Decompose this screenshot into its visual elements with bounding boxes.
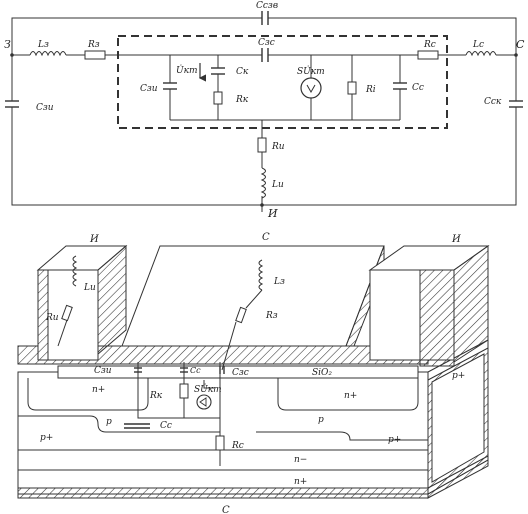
feedback-wire (11, 17, 517, 55)
current-source-structure-icon (196, 394, 212, 410)
current-source-arrow (306, 84, 316, 94)
csk-label: Cск (484, 97, 502, 107)
csz-label: Cсзв (256, 1, 278, 11)
bottom-metal-side (427, 455, 489, 499)
rk-structure-label: Rк (149, 391, 163, 401)
csi-int-label: Cзи (140, 84, 158, 94)
device-structure: И С И С SiO₂ n+ n+ p p p+ p+ p+ n− n+ (17, 232, 490, 514)
p-plus-corner-label: p+ (452, 371, 465, 381)
rc-structure-resistor (215, 435, 225, 451)
ri-label: Ri (365, 85, 376, 95)
rz-resistor (84, 50, 106, 60)
equivalent-circuit: З С Cсзв Lз Rз Cзи Cзс Cзи (4, 1, 525, 220)
ri-resistor (347, 81, 357, 95)
structure-source-left-label: И (89, 234, 99, 245)
internal-wiring (137, 362, 221, 466)
sio2-layer (57, 365, 419, 379)
csi-structure-label: Cзи (94, 366, 112, 376)
czc-structure-label: Cзс (232, 368, 249, 378)
sio2-label: SiO₂ (312, 368, 332, 378)
lc-label: Lс (472, 40, 484, 50)
csk-wire (262, 55, 517, 206)
li-src-inductor (260, 167, 266, 199)
czc-label: Cзс (258, 38, 275, 48)
n-plus-right-label: n+ (344, 391, 357, 401)
p-left-region (18, 415, 220, 433)
p-right-label: p (318, 415, 324, 425)
csi-ext-wire (11, 55, 262, 206)
sukt-structure-label: SU̇кт (194, 383, 222, 395)
li-inductor (72, 255, 78, 287)
structure-bottom-label: С (222, 505, 230, 514)
substrate-front (17, 371, 429, 495)
rz-label: Rз (87, 40, 100, 50)
sukt-label: SU̇кт (297, 65, 325, 77)
n-minus-label: n− (294, 455, 307, 465)
drain-block-top (121, 245, 385, 347)
bottom-metal (17, 487, 429, 499)
lz-structure-inductor (258, 259, 264, 291)
right-source-hatch-front (419, 269, 455, 367)
lz-structure-label: Lз (273, 277, 285, 287)
gate-terminal-label: З (4, 38, 11, 51)
n-plus-right-well (277, 378, 419, 411)
p-plus-right-label: p+ (388, 435, 401, 445)
csi-ext-label: Cзи (36, 103, 54, 113)
ukt-label: U̇кт (176, 64, 198, 76)
ck-label: Cк (236, 67, 249, 77)
source-node (260, 203, 264, 207)
ri-src-label: Rи (271, 142, 285, 152)
current-source-structure-arrow (199, 397, 207, 407)
rk-label: Rк (235, 95, 249, 105)
n-plus-left-label: n+ (92, 385, 105, 395)
p-plus-left-label: p+ (40, 433, 53, 443)
cc-label: Cс (412, 83, 424, 93)
substrate-right-inner (431, 353, 485, 483)
cc-top-label: Cс (190, 366, 201, 375)
li-src-label: Lи (271, 180, 284, 190)
structure-drain-top-label: С (262, 232, 270, 243)
rz-structure-resistor (235, 306, 247, 324)
drain-lead (221, 289, 263, 371)
structure-source-right-label: И (451, 234, 461, 245)
cc-structure-label: Cс (160, 421, 172, 431)
rc-resistor (417, 50, 439, 60)
current-source-icon (300, 77, 322, 99)
p-right-region (256, 431, 428, 441)
ri-structure-resistor (61, 304, 73, 322)
left-source-lead (57, 319, 68, 347)
left-source-hatch-front (37, 269, 49, 361)
source-terminal-label: И (267, 207, 278, 220)
ri-structure-label: Rи (45, 313, 59, 323)
p-left-label: p (106, 417, 112, 427)
lz-inductor (29, 51, 67, 57)
ri-src-resistor (257, 137, 267, 153)
n-plus-bottom-label: n+ (294, 477, 307, 487)
rk-resistor (213, 91, 223, 105)
rc-structure-label: Rс (231, 441, 244, 451)
rc-label: Rс (423, 40, 436, 50)
li-label: Lи (83, 283, 96, 293)
lz-label: Lз (37, 40, 49, 50)
rz-structure-label: Rз (265, 311, 278, 321)
drain-terminal-label: С (516, 38, 525, 51)
rk-structure-resistor (179, 383, 189, 399)
n-plus-left-well (27, 378, 149, 411)
intrinsic-boundary (117, 35, 448, 129)
lc-inductor (465, 51, 497, 57)
